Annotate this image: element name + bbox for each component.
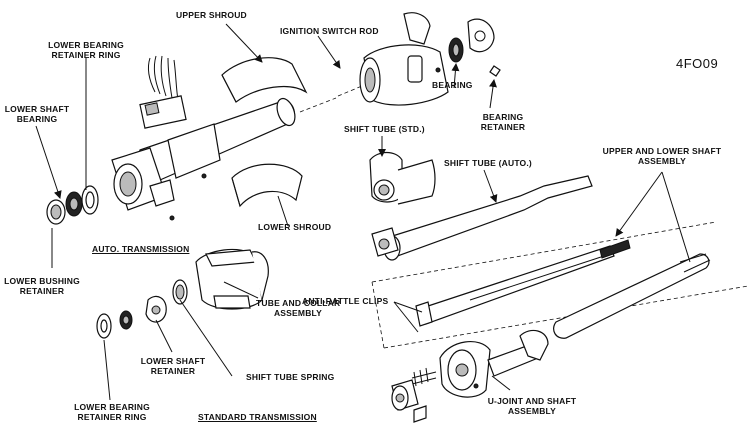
label-upper-lower-shaft-line2: ASSEMBLY xyxy=(637,156,687,166)
label-bearing-retainer-line1: BEARING xyxy=(482,112,524,122)
label-u-joint-line1: U-JOINT AND SHAFT xyxy=(487,396,577,406)
label-lower-bearing-retainer-ring-bottom: LOWER BEARING RETAINER RING xyxy=(70,402,154,422)
bearing-drawing xyxy=(448,37,464,63)
auto-column-jacket-drawing xyxy=(111,97,296,221)
label-lower-bearing-retainer-ring-top: LOWER BEARING RETAINER RING xyxy=(44,40,128,60)
u-joint-drawing xyxy=(391,329,549,423)
label-lower-bearing-retainer-ring-bottom-line2: RETAINER RING xyxy=(77,412,147,422)
label-shift-tube-auto: SHIFT TUBE (AUTO.) xyxy=(444,158,532,168)
label-u-joint-shaft-assembly: U-JOINT AND SHAFT ASSEMBLY xyxy=(484,396,580,416)
label-lower-bearing-retainer-ring-bottom-line1: LOWER BEARING xyxy=(74,402,150,412)
lock-plate-drawing xyxy=(467,18,495,53)
label-u-joint-line2: ASSEMBLY xyxy=(507,406,557,416)
upper-shaft-drawing xyxy=(553,253,711,339)
label-anti-rattle-clips: ANTI-RATTLE CLIPS xyxy=(302,296,389,306)
label-lower-bushing-retainer-line2: RETAINER xyxy=(19,286,65,296)
shift-tube-auto-drawing xyxy=(371,175,593,261)
shift-tube-std-drawing xyxy=(369,151,436,205)
label-lower-shaft-bearing: LOWER SHAFT BEARING xyxy=(4,104,70,124)
label-bearing: BEARING xyxy=(432,80,473,90)
label-auto-transmission: AUTO. TRANSMISSION xyxy=(92,244,190,254)
label-bearing-retainer: BEARING RETAINER xyxy=(478,112,528,132)
label-lower-bushing-retainer-line1: LOWER BUSHING xyxy=(4,276,80,286)
lower-shaft-bearing-drawing xyxy=(65,191,83,217)
label-upper-shroud: UPPER SHROUD xyxy=(176,10,247,20)
label-ignition-switch-rod: IGNITION SWITCH ROD xyxy=(280,26,379,36)
label-lower-shaft-retainer: LOWER SHAFT RETAINER xyxy=(140,356,206,376)
label-tube-collar-line2: ASSEMBLY xyxy=(273,308,323,318)
lower-shroud-drawing xyxy=(231,163,303,208)
standard-column-drawing xyxy=(195,248,269,310)
label-lower-bearing-retainer-ring-top-line1: LOWER BEARING xyxy=(48,40,124,50)
label-lower-bushing-retainer: LOWER BUSHING RETAINER xyxy=(4,276,80,296)
label-lower-shroud: LOWER SHROUD xyxy=(258,222,332,232)
label-shift-tube-spring: SHIFT TUBE SPRING xyxy=(246,372,335,382)
label-lower-shaft-retainer-line1: LOWER SHAFT xyxy=(140,356,206,366)
leader-lines xyxy=(35,23,691,401)
upper-housing-drawing xyxy=(359,12,449,106)
lower-bushing-retainer-drawing xyxy=(46,199,66,225)
label-upper-lower-shaft-line1: UPPER AND LOWER SHAFT xyxy=(602,146,722,156)
label-standard-transmission: STANDARD TRANSMISSION xyxy=(198,412,317,422)
bearing-retainer-drawing xyxy=(489,65,501,77)
figure-id: 4FO09 xyxy=(676,56,719,71)
upper-shroud-drawing xyxy=(221,57,308,103)
ignition-switch-rod-drawing xyxy=(299,85,363,113)
lower-bearing-retainer-ring-top-drawing xyxy=(81,185,99,215)
label-lower-shaft-retainer-line2: RETAINER xyxy=(150,366,196,376)
lower-shaft-retainer-drawing xyxy=(145,295,167,323)
label-shift-tube-std: SHIFT TUBE (STD.) xyxy=(344,124,425,134)
lower-bearing-retainer-ring-bottom-drawing xyxy=(96,313,112,339)
lower-shaft-bearing-std-drawing xyxy=(119,310,133,330)
label-tube-collar-line1: TUBE AND COLLAR xyxy=(256,298,341,308)
label-lower-shaft-bearing-line1: LOWER SHAFT xyxy=(4,104,70,114)
label-bearing-retainer-line2: RETAINER xyxy=(480,122,526,132)
label-lower-shaft-bearing-line2: BEARING xyxy=(16,114,58,124)
upper-lower-shaft-drawing xyxy=(415,239,631,327)
label-lower-bearing-retainer-ring-top-line2: RETAINER RING xyxy=(51,50,121,60)
wiring-harness-drawing xyxy=(139,55,187,129)
shift-tube-spring-drawing xyxy=(172,279,188,305)
label-upper-lower-shaft-assembly: UPPER AND LOWER SHAFT ASSEMBLY xyxy=(600,146,724,166)
label-tube-collar-assembly: TUBE AND COLLAR ASSEMBLY xyxy=(256,298,340,318)
